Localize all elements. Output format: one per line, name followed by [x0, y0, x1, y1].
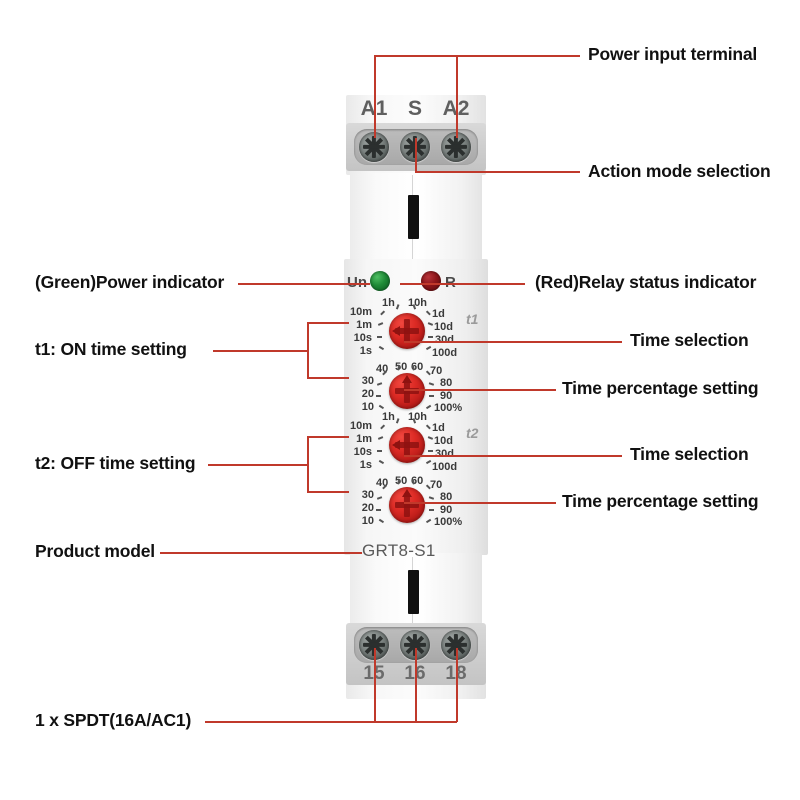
t1-pct-label-80: 80: [440, 377, 453, 389]
terminal-label-18: 18: [434, 663, 478, 685]
t1-marker: t1: [466, 311, 479, 327]
t2-time-label-10d: 10d: [434, 435, 453, 447]
t2-time-label-1s: 1s: [359, 459, 372, 471]
t2-pct-label-90: 90: [440, 504, 453, 516]
callout-time-percentage-setting-t2: Time percentage setting: [562, 491, 759, 511]
callout-relay-status-indicator: (Red)Relay status indicator: [535, 272, 757, 292]
t1-time-label-30d: 30d: [435, 334, 454, 346]
leader-power-input-v2: [456, 56, 458, 138]
leader-power-input-h: [374, 55, 580, 57]
callout-power-input-terminal: Power input terminal: [588, 44, 758, 64]
callout-t1-on-time-setting: t1: ON time setting: [35, 339, 187, 359]
t2-pct-label-70: 70: [430, 479, 443, 491]
t1-time-label-100d: 100d: [432, 347, 458, 359]
t1-time-dial[interactable]: [389, 313, 425, 349]
t1-percent-dial-group: 40 50 60 70 30 20 10 80 90 100%: [340, 361, 490, 419]
t2-time-label-1m: 1m: [356, 433, 372, 445]
t2-pct-label-100: 100%: [434, 516, 463, 528]
t1-time-label-1h: 1h: [382, 297, 395, 309]
t1-pct-label-100: 100%: [434, 402, 463, 414]
t1-percent-dial[interactable]: [389, 373, 425, 409]
t1-time-label-10s: 10s: [353, 332, 372, 344]
terminal-label-16: 16: [393, 663, 437, 685]
leader-time-selection-t1-h: [404, 341, 622, 343]
lower-mounting-slot: [408, 570, 419, 614]
callout-output-contacts: 1 x SPDT(16A/AC1): [35, 710, 192, 730]
leader-t1-bracket-bottom: [307, 377, 349, 379]
leader-t2-bracket-top: [307, 436, 349, 438]
leader-power-input-v1: [374, 56, 376, 138]
t1-time-label-1s: 1s: [359, 345, 372, 357]
relay-status-led: [421, 271, 441, 291]
t1-time-label-10h: 10h: [408, 297, 427, 309]
upper-mounting-slot: [408, 195, 419, 239]
t2-percent-dial-group: 40 50 60 70 30 20 10 80 90 100%: [340, 475, 490, 533]
terminal-label-15: 15: [352, 663, 396, 685]
t1-time-label-1m: 1m: [356, 319, 372, 331]
t2-pct-label-20: 20: [361, 502, 374, 514]
t2-percent-dial[interactable]: [389, 487, 425, 523]
leader-power-indicator-h: [238, 283, 370, 285]
t1-pct-label-10: 10: [361, 401, 374, 413]
callout-action-mode-selection: Action mode selection: [588, 161, 771, 181]
leader-relay-status-h: [400, 283, 525, 285]
t2-time-dial-group: 10m 1m 10s 1s 1h 10h 1d 10d 30d 100d t2: [340, 411, 490, 473]
terminal-label-s: S: [407, 97, 422, 120]
leader-t1-label-h: [213, 350, 308, 352]
leader-time-percentage-t2-h: [404, 502, 556, 504]
leader-product-model-h: [160, 552, 362, 554]
callout-time-percentage-setting-t1: Time percentage setting: [562, 378, 759, 398]
t1-percent-dial-pointer: [402, 375, 412, 383]
t2-time-dial-pointer: [392, 440, 400, 450]
leader-spdt-v1: [374, 648, 376, 722]
t2-pct-label-30: 30: [361, 489, 374, 501]
leader-action-mode-v: [415, 138, 417, 172]
t2-pct-label-10: 10: [361, 515, 374, 527]
callout-time-selection-t2: Time selection: [630, 444, 749, 464]
leader-spdt-h: [205, 721, 457, 723]
t2-time-label-1d: 1d: [432, 422, 445, 434]
leader-spdt-v3: [456, 648, 458, 722]
leader-t2-bracket-bottom: [307, 491, 349, 493]
relay-status-led-label: R: [445, 274, 456, 291]
terminal-label-a2: A2: [434, 97, 478, 121]
leader-t2-label-h: [208, 464, 308, 466]
din-rail-timer-relay-device: A1 S A2 Un R 10m 1m 10s 1s 1h 10h 1d 10d…: [340, 95, 490, 699]
power-indicator-led: [370, 271, 390, 291]
product-model-text: GRT8-S1: [362, 541, 436, 560]
power-indicator-led-label: Un: [347, 274, 367, 291]
leader-time-percentage-t1-h: [404, 389, 556, 391]
t2-time-label-10h: 10h: [408, 411, 427, 423]
leader-time-selection-t2-h: [404, 455, 622, 457]
t1-pct-label-90: 90: [440, 390, 453, 402]
t2-time-dial[interactable]: [389, 427, 425, 463]
leader-spdt-v2: [415, 648, 417, 722]
t2-time-label-100d: 100d: [432, 461, 458, 473]
t2-time-label-1h: 1h: [382, 411, 395, 423]
t1-pct-label-20: 20: [361, 388, 374, 400]
t1-time-label-10m: 10m: [349, 306, 372, 318]
t2-pct-label-80: 80: [440, 491, 453, 503]
leader-action-mode-h: [415, 171, 580, 173]
callout-t2-off-time-setting: t2: OFF time setting: [35, 453, 196, 473]
t2-time-label-10m: 10m: [349, 420, 372, 432]
t1-time-dial-group: 10m 1m 10s 1s 1h 10h 1d 10d 30d 100d t1: [340, 297, 490, 359]
t1-pct-label-30: 30: [361, 375, 374, 387]
t1-time-label-1d: 1d: [432, 308, 445, 320]
t1-time-label-10d: 10d: [434, 321, 453, 333]
t2-percent-dial-pointer: [402, 489, 412, 497]
callout-power-indicator: (Green)Power indicator: [35, 272, 225, 292]
t2-marker: t2: [466, 425, 479, 441]
t1-time-dial-pointer: [392, 326, 400, 336]
callout-time-selection-t1: Time selection: [630, 330, 749, 350]
t2-time-label-30d: 30d: [435, 448, 454, 460]
callout-product-model: Product model: [35, 541, 155, 561]
t2-time-label-10s: 10s: [353, 446, 372, 458]
leader-t1-bracket-top: [307, 322, 349, 324]
t1-pct-label-70: 70: [430, 365, 443, 377]
terminal-label-a1: A1: [352, 97, 396, 121]
